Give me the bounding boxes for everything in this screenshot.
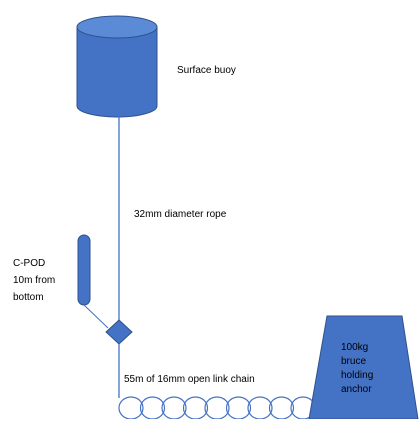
- chain-link: [225, 396, 252, 420]
- chain-link: [182, 396, 209, 420]
- anchor-label: 100kg bruce holding anchor: [341, 342, 376, 395]
- anchor-body: [308, 315, 419, 420]
- buoy-label: Surface buoy: [177, 65, 236, 76]
- chain-link: [204, 396, 230, 420]
- chain-link: [118, 396, 144, 420]
- junction-diamond: [105, 319, 133, 345]
- anchor-label-line-3: holding: [341, 370, 373, 381]
- anchor-label-line-4: anchor: [341, 384, 372, 395]
- buoy-body: [76, 26, 158, 118]
- chain-link: [268, 396, 295, 420]
- chain-link: [247, 396, 273, 420]
- anchor-label-line-2: bruce: [341, 356, 366, 367]
- chain-link: [161, 396, 187, 420]
- cpod-label-line-3: bottom: [13, 292, 44, 303]
- chain-label: 55m of 16mm open link chain: [124, 374, 255, 385]
- anchor-label-line-1: 100kg: [341, 342, 368, 353]
- surface-buoy: [76, 15, 158, 118]
- chain-link: [139, 396, 166, 420]
- buoy-top: [76, 15, 158, 39]
- cpod-label-line-2: 10m from: [13, 275, 55, 286]
- cpod-tether: [83, 304, 109, 329]
- chain: [118, 396, 316, 420]
- cpod-label: C-POD 10m from bottom: [13, 258, 58, 303]
- rope-label: 32mm diameter rope: [134, 209, 227, 220]
- cpod-label-line-1: C-POD: [13, 258, 45, 269]
- cpod-body: [77, 234, 91, 306]
